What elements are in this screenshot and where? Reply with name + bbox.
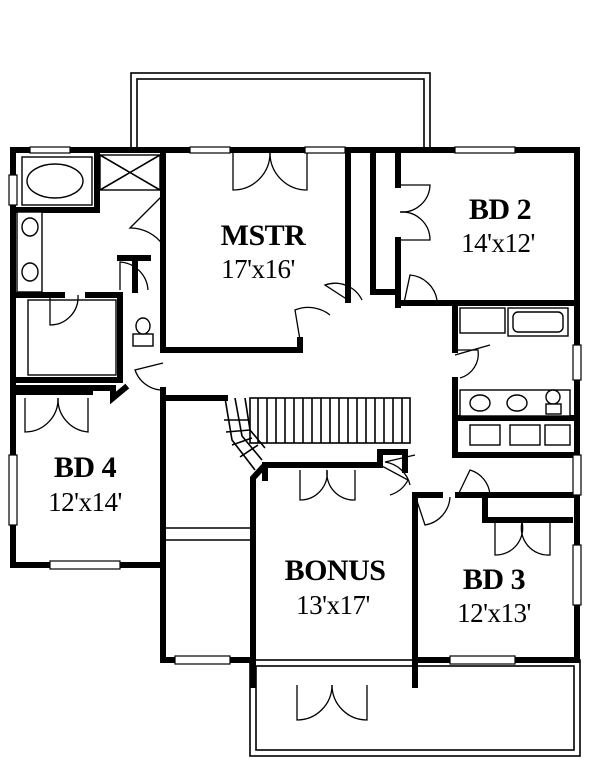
room-labels: MSTR 17'x16' BD 2 14'x12' BD 4 12'x14' B… bbox=[48, 193, 535, 628]
vanity-hall bbox=[459, 389, 571, 417]
windows bbox=[8, 146, 582, 665]
interior-walls bbox=[10, 147, 580, 688]
closet-master bbox=[27, 299, 117, 376]
top-balcony bbox=[130, 72, 431, 150]
toilet-master bbox=[132, 317, 154, 347]
room-name-mstr: MSTR bbox=[221, 219, 307, 252]
room-name-bd4: BD 4 bbox=[54, 451, 117, 484]
room-name-bd2: BD 2 bbox=[469, 193, 531, 226]
staircase bbox=[163, 397, 411, 541]
shower-master bbox=[99, 154, 161, 191]
bathtub-master bbox=[21, 156, 93, 206]
room-dims-bd3: 12'x13' bbox=[457, 598, 531, 628]
room-name-bd3: BD 3 bbox=[463, 563, 525, 596]
counter-hall bbox=[469, 424, 571, 446]
door-swings bbox=[24, 152, 551, 721]
bathtub-hall bbox=[507, 307, 569, 337]
fixtures bbox=[16, 154, 571, 446]
room-dims-mstr: 17'x16' bbox=[221, 254, 295, 284]
stair-treads bbox=[257, 398, 403, 443]
linen-hall bbox=[459, 307, 506, 334]
room-name-bonus: BONUS bbox=[285, 554, 386, 587]
room-dims-bonus: 13'x17' bbox=[296, 590, 370, 620]
room-dims-bd2: 14'x12' bbox=[461, 228, 535, 258]
vanity-master bbox=[16, 211, 43, 293]
room-dims-bd4: 12'x14' bbox=[48, 487, 122, 517]
